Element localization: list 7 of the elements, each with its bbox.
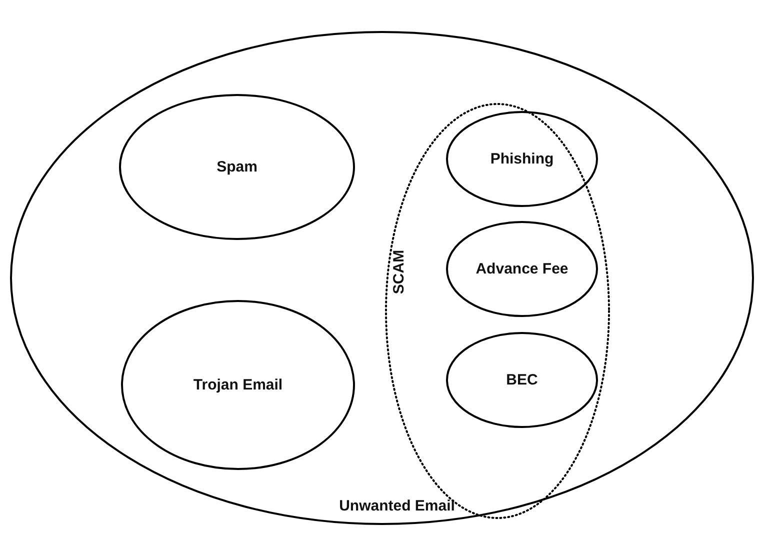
set-label: Advance Fee (476, 260, 568, 278)
set-label: SCAM (390, 250, 408, 294)
set-label: Unwanted Email (339, 498, 455, 514)
set-label: Phishing (490, 150, 554, 168)
set-label: BEC (506, 372, 538, 388)
set-label: Spam (216, 158, 258, 176)
set-label: Trojan Email (193, 376, 283, 394)
